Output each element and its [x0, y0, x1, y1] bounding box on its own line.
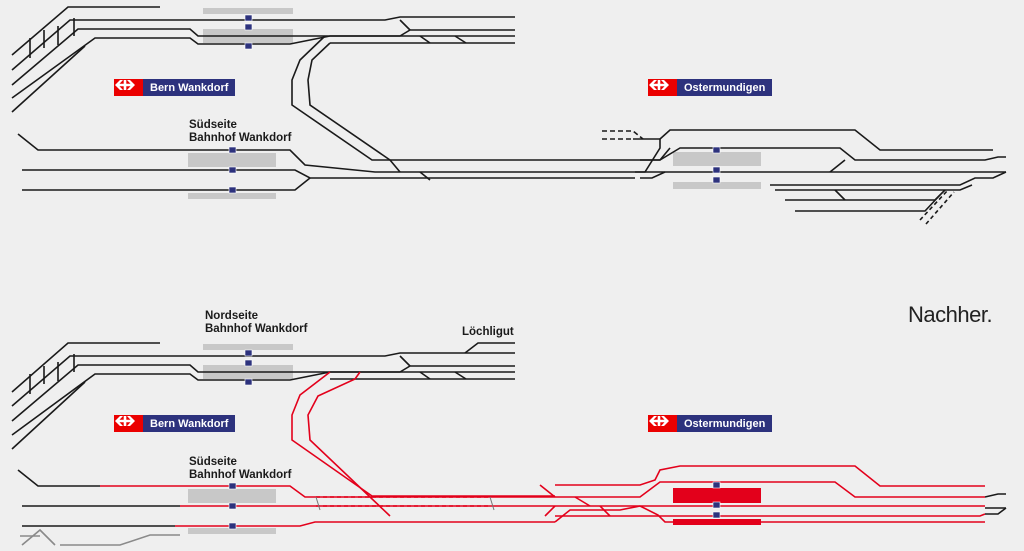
track-nw-5: [11, 45, 86, 113]
station-bern-wankdorf-before: Bern Wankdorf: [114, 79, 236, 96]
station-ostermundigen-after: Ostermundigen: [648, 415, 773, 432]
marker: [228, 482, 237, 490]
platform-south-2: [188, 193, 276, 199]
marker: [228, 522, 237, 530]
marker: [712, 166, 721, 174]
track-nw-1: [11, 6, 160, 56]
track-south-1: [17, 133, 661, 173]
marker: [244, 14, 253, 22]
station-ostermundigen-before: Ostermundigen: [648, 79, 773, 96]
track-ost-4: [640, 171, 666, 179]
sbb-logo-icon: [648, 415, 677, 432]
marker: [712, 481, 721, 489]
track-nw-4: [11, 35, 515, 99]
track-curve-1: [291, 35, 600, 161]
station-name: Ostermundigen: [677, 415, 773, 432]
marker: [244, 42, 253, 50]
marker: [244, 359, 253, 367]
platform-north-1: [203, 8, 293, 14]
sbb-logo-icon: [114, 415, 143, 432]
label-line: Bahnhof Wankdorf: [189, 469, 292, 481]
station-name: Bern Wankdorf: [143, 415, 236, 432]
platform-ostermundigen-1-new: [673, 488, 761, 503]
signal-markers: [228, 14, 721, 530]
marker: [228, 502, 237, 510]
track-ost-1: [659, 129, 993, 151]
platform-south-2-after: [188, 528, 276, 534]
sbb-logo-icon: [648, 79, 677, 96]
marker: [228, 146, 237, 154]
platform-ostermundigen-2: [673, 182, 761, 189]
platform-north-1-after: [203, 344, 293, 350]
marker: [712, 146, 721, 154]
marker: [244, 23, 253, 31]
track-nw-2: [11, 16, 515, 71]
track-ost-5: [770, 171, 1007, 186]
marker: [712, 176, 721, 184]
platform-south-1-after: [188, 489, 276, 503]
marker: [712, 511, 721, 519]
track-south-3: [22, 177, 311, 191]
track-ost-8: [795, 194, 941, 212]
label-line: Südseite: [189, 456, 237, 468]
track-ost-6: [775, 184, 973, 191]
marker: [244, 349, 253, 357]
marker: [244, 378, 253, 386]
station-name: Bern Wankdorf: [143, 79, 236, 96]
label-line: Bahnhof Wankdorf: [189, 132, 292, 144]
platform-south-1: [188, 153, 276, 167]
marker: [228, 186, 237, 194]
track-south-2: [22, 169, 635, 179]
label-south-side-before: Südseite Bahnhof Wankdorf: [189, 119, 291, 145]
label-loechligut: Löchligut: [462, 326, 514, 338]
label-south-side-after: Südseite Bahnhof Wankdorf: [189, 456, 291, 482]
track-ost-7: [785, 189, 946, 201]
label-line: Nordseite: [205, 310, 259, 322]
station-name: Ostermundigen: [677, 79, 773, 96]
track-ost-2: [640, 147, 1006, 161]
station-bern-wankdorf-after: Bern Wankdorf: [114, 415, 236, 432]
marker: [228, 166, 237, 174]
sbb-logo-icon: [114, 79, 143, 96]
label-line: Bahnhof Wankdorf: [205, 323, 308, 335]
label-north-side-after: Nordseite Bahnhof Wankdorf: [205, 310, 307, 336]
before-diagram: [11, 6, 1007, 225]
marker: [712, 501, 721, 509]
label-line: Südseite: [189, 119, 237, 131]
platform-ostermundigen-1: [673, 152, 761, 166]
after-diagram: [11, 342, 1007, 546]
track-curve-2: [307, 42, 391, 161]
status-label-nachher: Nachher.: [908, 302, 993, 327]
